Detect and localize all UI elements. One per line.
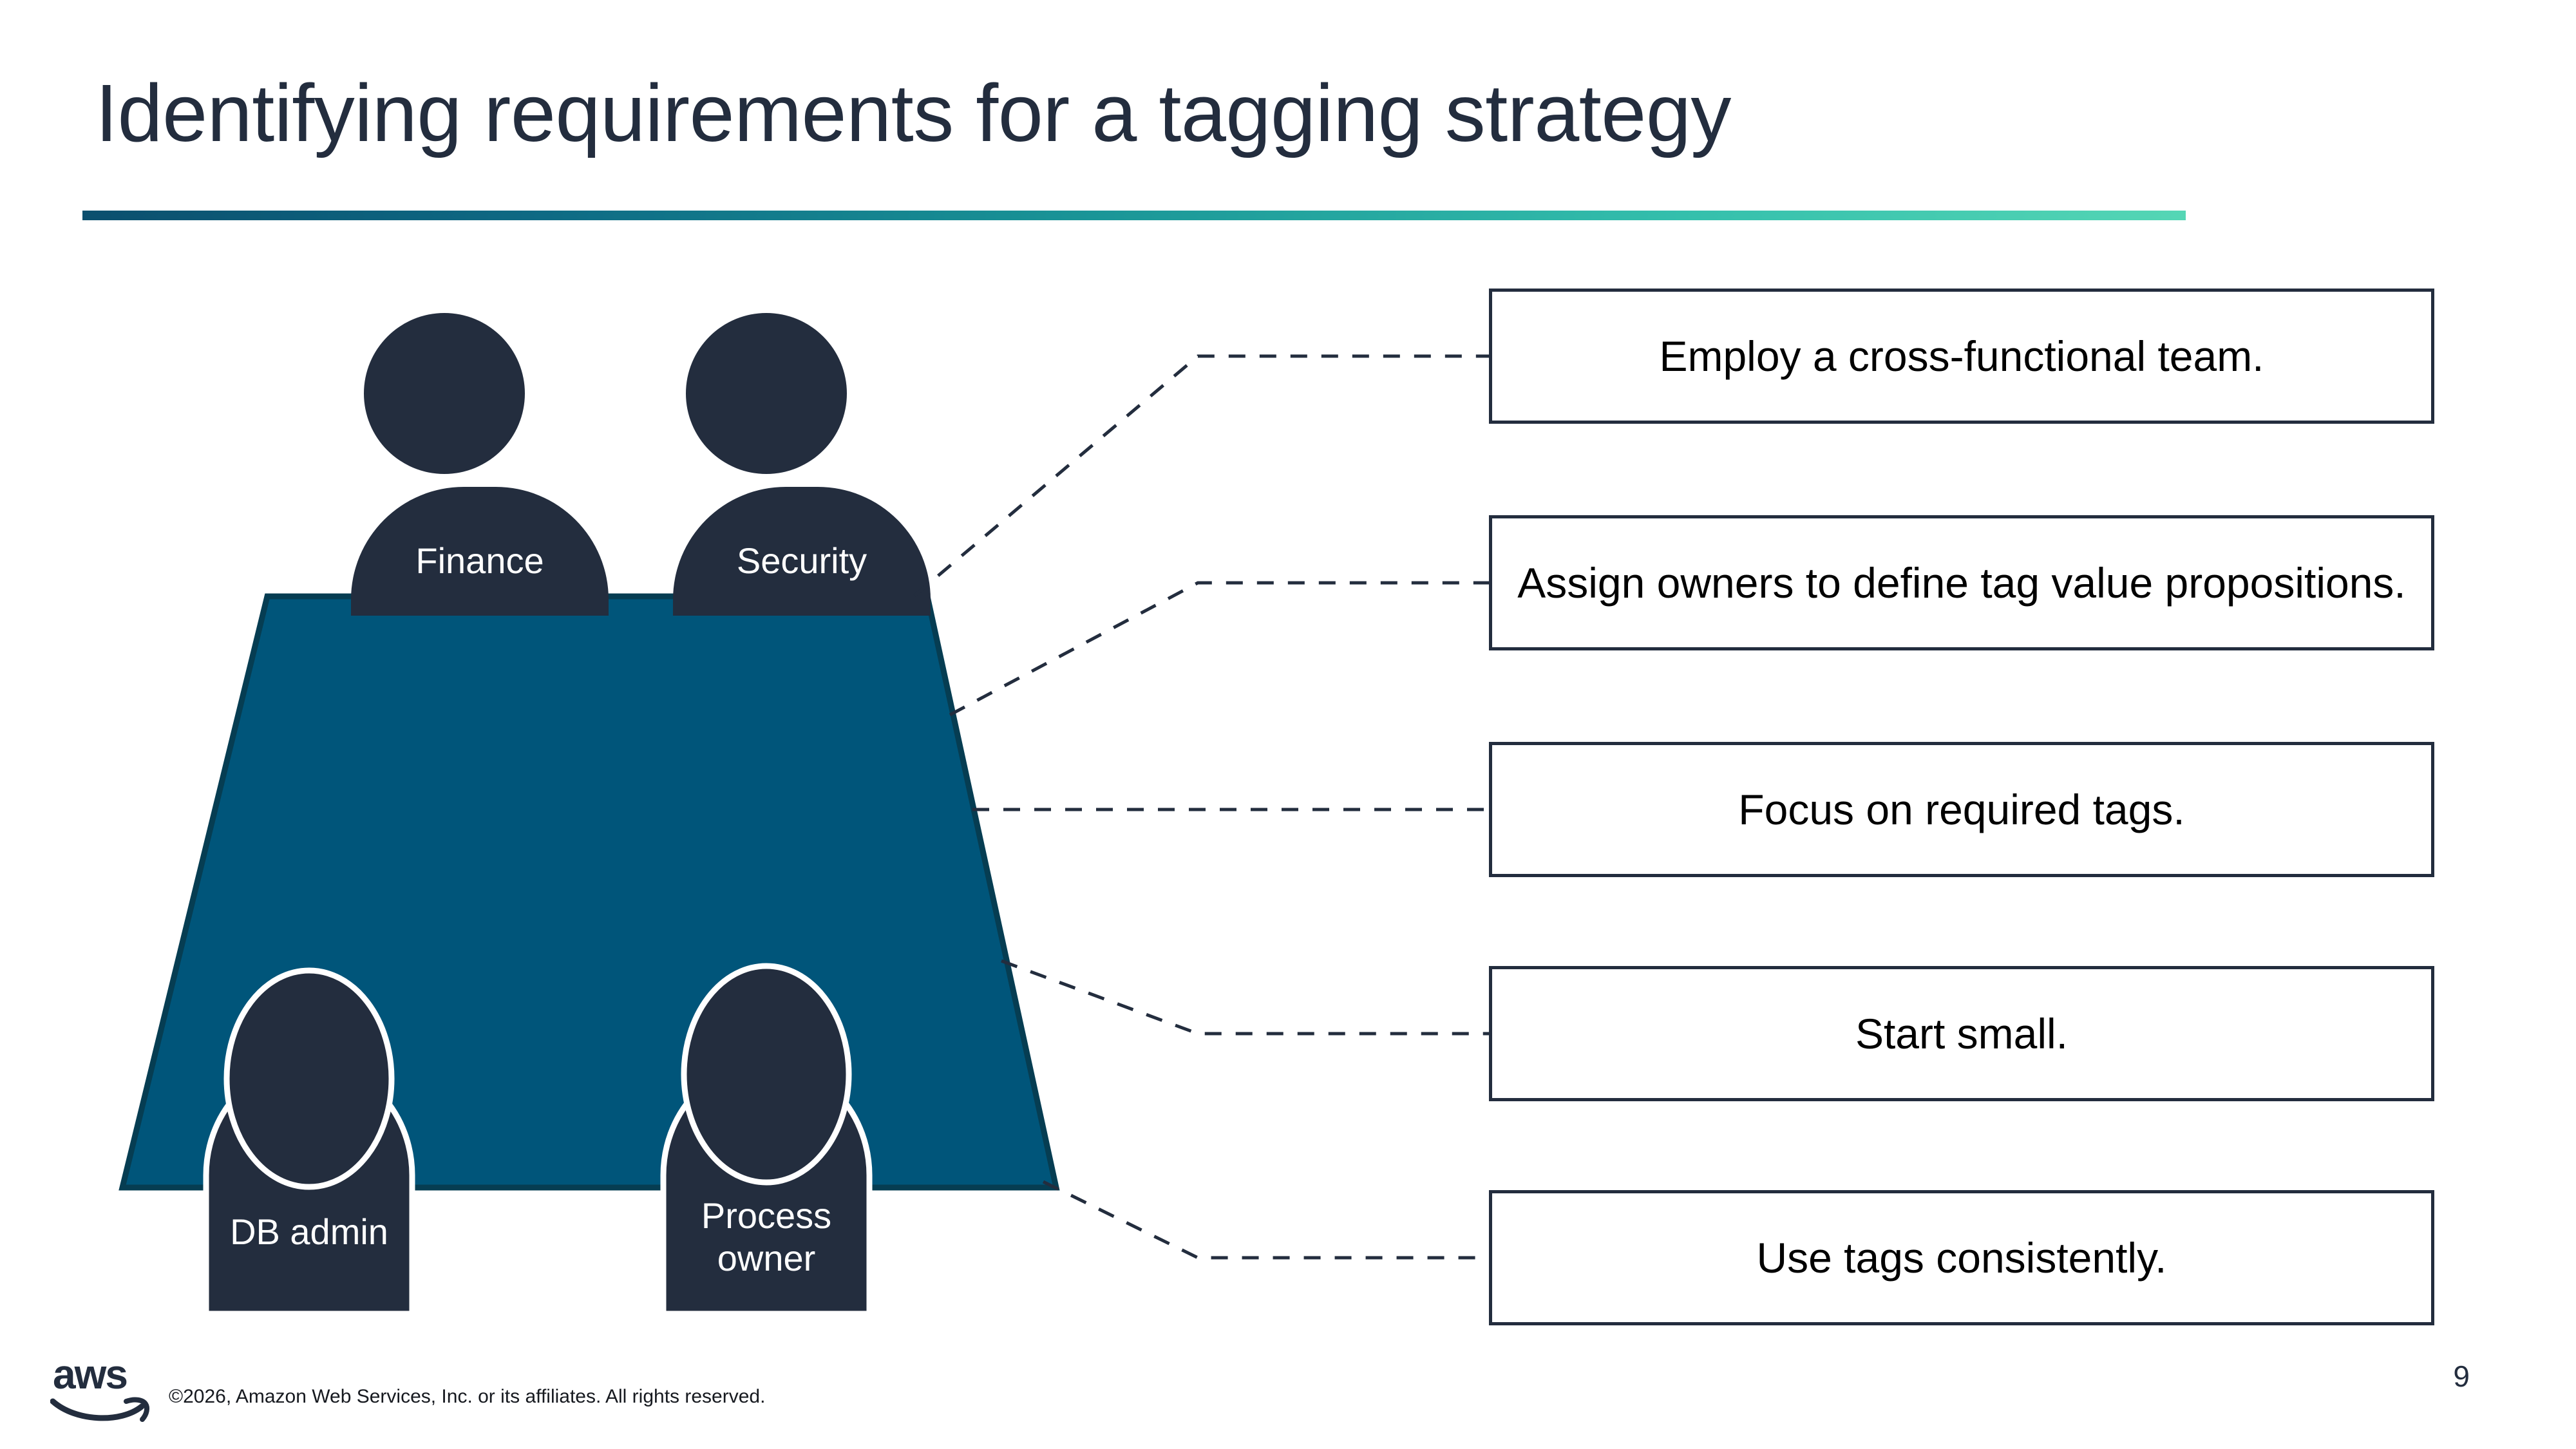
copyright-text: ©2026, Amazon Web Services, Inc. or its … <box>169 1386 766 1407</box>
callout-use-tags-consistently[interactable]: Use tags consistently. <box>1489 1190 2434 1325</box>
person-label-process-owner: Process owner <box>701 1195 832 1279</box>
person-db-admin <box>203 967 415 1314</box>
callout-employ-cross-functional-team[interactable]: Employ a cross-functional team. <box>1489 289 2434 424</box>
callout-text: Start small. <box>1855 1009 2069 1057</box>
callout-text: Employ a cross-functional team. <box>1659 332 2264 380</box>
callout-focus-required-tags[interactable]: Focus on required tags. <box>1489 742 2434 877</box>
connector-5 <box>1042 1180 1489 1260</box>
title-accent-bar <box>82 211 2186 220</box>
slide-number: 9 <box>2453 1359 2470 1393</box>
aws-logo-icon: aws <box>50 1351 150 1422</box>
page-title: Identifying requirements for a tagging s… <box>95 68 1731 158</box>
callout-text: Assign owners to define tag value propos… <box>1517 558 2406 607</box>
person-head-icon <box>364 313 525 474</box>
callout-text: Focus on required tags. <box>1738 785 2185 833</box>
person-label-db-admin: DB admin <box>230 1211 388 1252</box>
person-process-owner <box>660 963 873 1314</box>
callout-start-small[interactable]: Start small. <box>1489 966 2434 1101</box>
person-label-security: Security <box>736 540 867 581</box>
person-label-finance: Finance <box>415 540 544 581</box>
connector-1 <box>913 354 1489 597</box>
svg-text:aws: aws <box>53 1351 127 1397</box>
callout-assign-owners[interactable]: Assign owners to define tag value propos… <box>1489 515 2434 650</box>
callout-text: Use tags consistently. <box>1756 1233 2167 1282</box>
person-head-icon <box>686 313 847 474</box>
